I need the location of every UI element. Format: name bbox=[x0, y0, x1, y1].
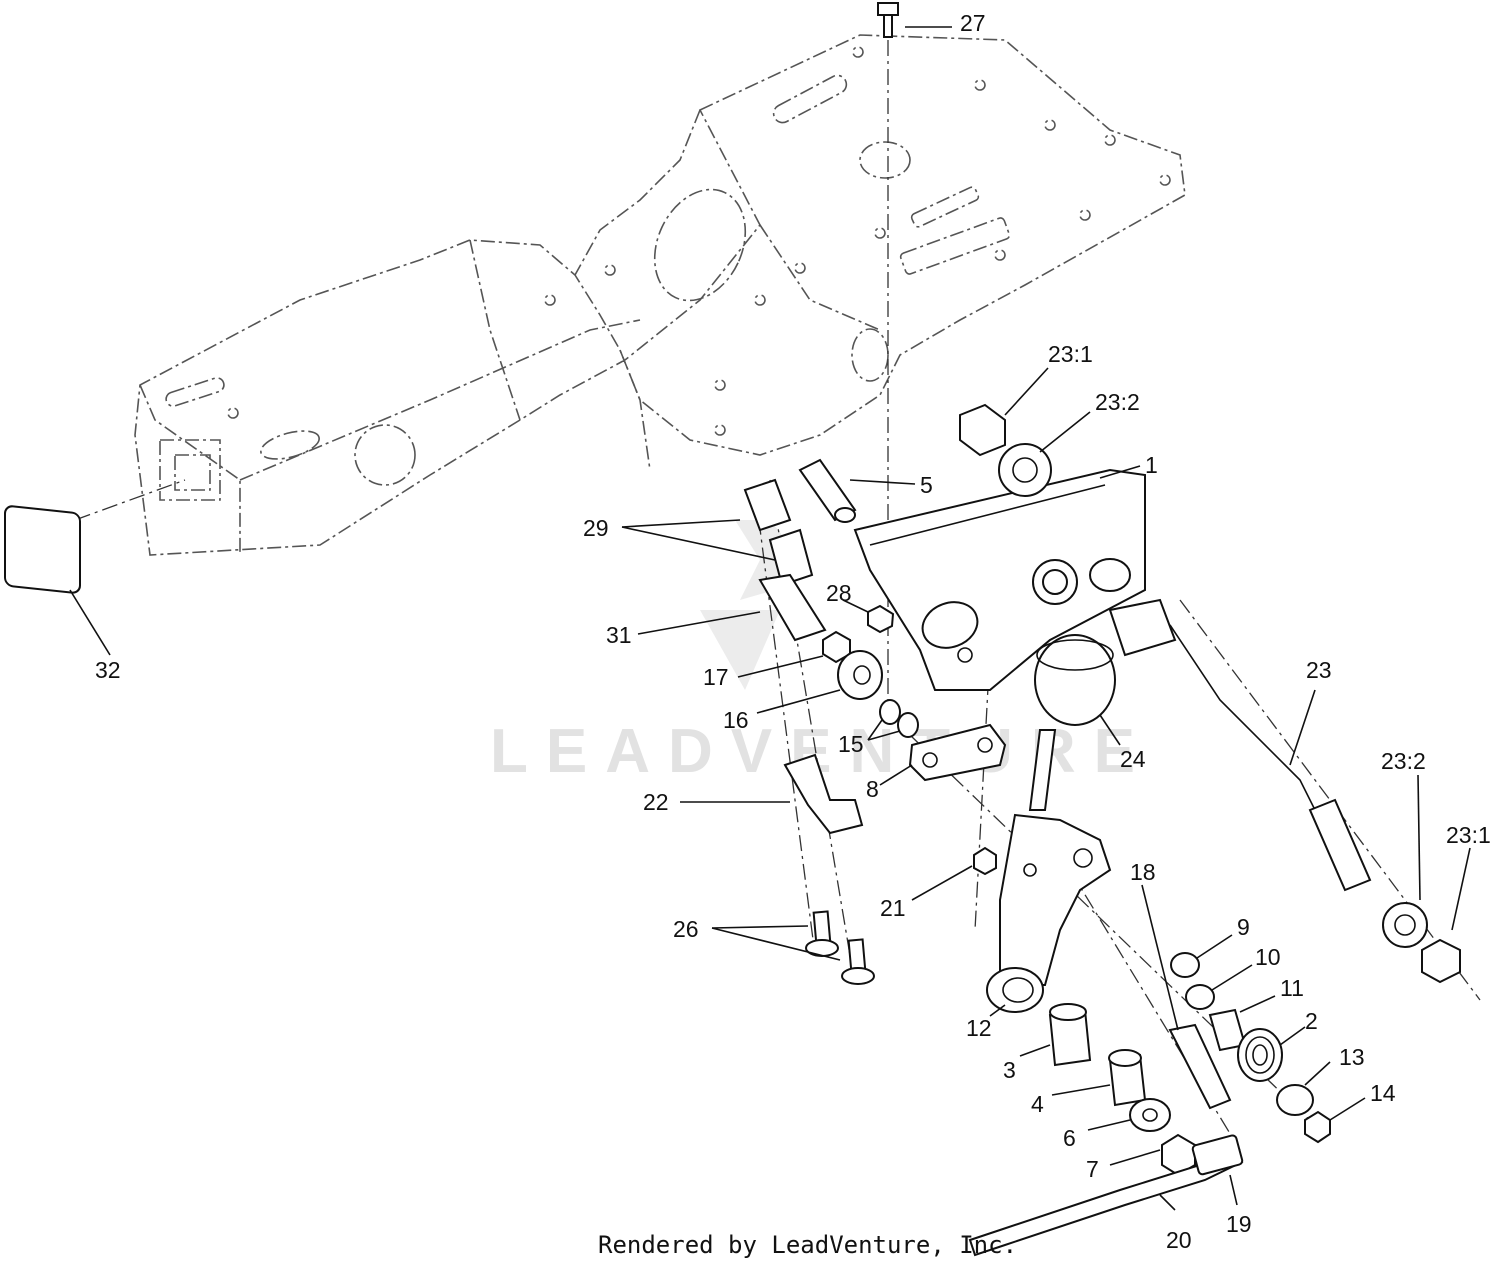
callout-15: 15 bbox=[838, 731, 864, 757]
washer-6-part bbox=[1129, 1098, 1171, 1132]
cable-end-19-part bbox=[1191, 1134, 1244, 1176]
washer-10-part bbox=[1185, 984, 1215, 1010]
bracket-22-part bbox=[783, 753, 864, 835]
spring-12-part bbox=[1237, 1028, 1283, 1082]
callout-1: 1 bbox=[1145, 452, 1158, 478]
hub-3-part bbox=[986, 967, 1044, 1013]
callout-10: 10 bbox=[1255, 944, 1281, 970]
callout-7: 7 bbox=[1086, 1156, 1099, 1182]
callout-22: 22 bbox=[643, 789, 669, 815]
lock-washer-23-2-part bbox=[998, 443, 1052, 497]
callout-31: 31 bbox=[606, 622, 632, 648]
callout-29: 29 bbox=[583, 515, 609, 541]
washer-15-part bbox=[879, 699, 901, 725]
callout-12: 2 bbox=[1305, 1008, 1318, 1034]
callout-28: 28 bbox=[826, 580, 852, 606]
bolt-27-part bbox=[877, 2, 899, 16]
leader-lines bbox=[69, 26, 1471, 1211]
plate-31-part bbox=[758, 573, 827, 642]
bushing-16-part bbox=[837, 650, 883, 700]
switch-wire-part bbox=[1169, 624, 1321, 821]
callout-3: 12 bbox=[966, 1015, 992, 1041]
callout-26: 26 bbox=[673, 916, 699, 942]
knob-24-part bbox=[1034, 634, 1116, 726]
credit-text: Rendered by LeadVenture, Inc. bbox=[598, 1231, 1017, 1259]
lever-arm-part bbox=[999, 813, 1112, 986]
watermark-chevron-icon bbox=[700, 610, 780, 690]
callout-8: 8 bbox=[866, 776, 879, 802]
frame-outline bbox=[134, 34, 1186, 556]
callout-11: 11 bbox=[1280, 975, 1304, 1001]
callout-13: 13 bbox=[1339, 1044, 1365, 1070]
parts bbox=[4, 2, 1461, 1257]
plug-part bbox=[4, 505, 81, 594]
callout-2: 3 bbox=[1003, 1057, 1016, 1083]
lock-washer-23-2b-part bbox=[1382, 902, 1428, 948]
switch-connector-part bbox=[1108, 598, 1177, 657]
callout-23-2-bottom: 23:2 bbox=[1381, 748, 1426, 774]
callout-23-1-top: 23:1 bbox=[1048, 341, 1093, 367]
callout-9: 9 bbox=[1237, 914, 1250, 940]
callout-6: 6 bbox=[1063, 1125, 1076, 1151]
callout-27: 27 bbox=[960, 10, 986, 36]
callout-5: 5 bbox=[920, 472, 933, 498]
lever-shaft-part bbox=[1028, 729, 1057, 811]
callout-18: 18 bbox=[1130, 859, 1156, 885]
washer-13-part bbox=[1276, 1084, 1314, 1116]
switch-body-23-part bbox=[1308, 798, 1372, 892]
callout-4: 4 bbox=[1031, 1091, 1044, 1117]
callout-21: 21 bbox=[880, 895, 906, 921]
nut-23-1-part bbox=[959, 403, 1006, 457]
callout-19: 19 bbox=[1226, 1211, 1252, 1237]
callout-23: 23 bbox=[1306, 657, 1332, 683]
callout-17: 17 bbox=[703, 664, 729, 690]
callout-23-1-bottom: 23:1 bbox=[1446, 822, 1491, 848]
spacer-5-part bbox=[798, 458, 857, 522]
clip-29-part bbox=[743, 478, 792, 532]
nut-23-1b-part bbox=[1421, 938, 1461, 984]
nut-14-part bbox=[1304, 1110, 1331, 1144]
callouts: 27 23:1 23:2 1 5 29 28 31 17 16 15 8 24 … bbox=[95, 10, 1491, 1253]
rod-18-part bbox=[1168, 1023, 1232, 1110]
nut-21-part bbox=[973, 846, 997, 876]
callout-16: 16 bbox=[723, 707, 749, 733]
callout-14: 14 bbox=[1370, 1080, 1396, 1106]
frame-ghost bbox=[134, 34, 1186, 556]
nut-7-part bbox=[1161, 1133, 1196, 1177]
callout-32: 32 bbox=[95, 657, 121, 683]
callout-23-2-top: 23:2 bbox=[1095, 389, 1140, 415]
callout-20: 20 bbox=[1166, 1227, 1192, 1253]
washer-9-part bbox=[1170, 952, 1200, 978]
nut-28-part bbox=[867, 604, 895, 634]
callout-24: 24 bbox=[1120, 746, 1146, 772]
